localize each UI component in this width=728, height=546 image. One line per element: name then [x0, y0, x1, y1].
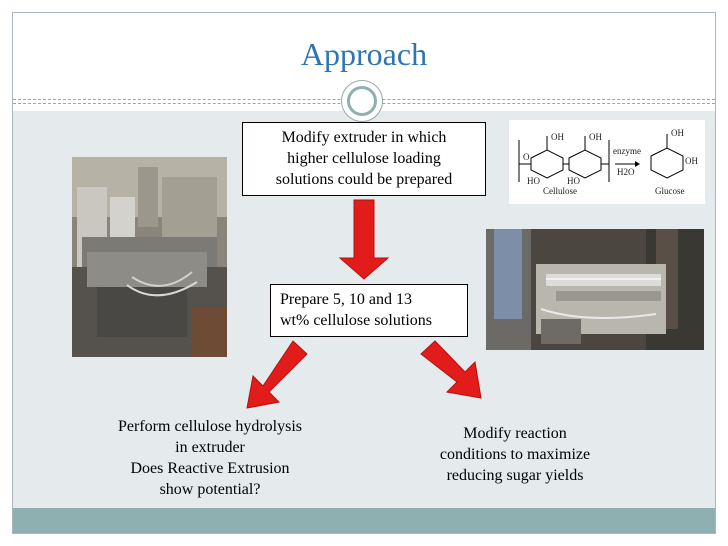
- box-top-line-1: Modify extruder in which: [281, 129, 447, 146]
- box-top-line-2: higher cellulose loading: [287, 150, 441, 167]
- arrow-down: [338, 199, 390, 280]
- box-mid-line-1: Prepare 5, 10 and 13: [280, 291, 412, 308]
- glucose-label: Glucose: [655, 186, 685, 196]
- cellulose-label: Cellulose: [543, 186, 577, 196]
- divider-circle-ornament: [341, 80, 383, 122]
- hydrolysis-reaction-diagram: OH OH HO HO O enzyme H2O Cellulose Gluco…: [509, 120, 705, 204]
- left-text-line-1: Perform cellulose hydrolysis: [118, 418, 302, 435]
- reaction-conditions-text: Modify reaction conditions to maximize r…: [420, 423, 610, 486]
- oh-label-4: OH: [685, 156, 698, 166]
- right-text-line-1: Modify reaction: [463, 425, 567, 442]
- extruder-open-photo: [486, 229, 704, 350]
- hydrolysis-text: Perform cellulose hydrolysis in extruder…: [95, 416, 325, 500]
- o-label: O: [523, 152, 530, 162]
- prepare-solutions-box: Prepare 5, 10 and 13 wt% cellulose solut…: [270, 284, 468, 337]
- oh-label-2: OH: [589, 132, 602, 142]
- modify-extruder-box: Modify extruder in which higher cellulos…: [242, 122, 486, 196]
- left-text-line-2: in extruder: [175, 439, 245, 456]
- left-text-line-3: Does Reactive Extrusion: [130, 460, 290, 477]
- oh-label-1: OH: [551, 132, 564, 142]
- arrow-down-right: [420, 340, 482, 399]
- slide-frame: [12, 12, 716, 534]
- slide-title: Approach: [300, 36, 428, 72]
- extruder-photo: [72, 157, 227, 357]
- arrow-down-left: [246, 340, 308, 409]
- right-text-line-3: reducing sugar yields: [446, 467, 584, 484]
- water-label: H2O: [617, 167, 635, 177]
- ho-label-1: HO: [527, 176, 540, 186]
- ho-label-2: HO: [567, 176, 580, 186]
- enzyme-label: enzyme: [613, 146, 641, 156]
- oh-label-3: OH: [671, 128, 684, 138]
- right-text-line-2: conditions to maximize: [439, 446, 591, 463]
- box-top-line-3: solutions could be prepared: [275, 171, 453, 188]
- left-text-line-4: show potential?: [159, 481, 261, 498]
- box-mid-line-2: wt% cellulose solutions: [280, 312, 432, 329]
- footer-bar: [13, 508, 715, 533]
